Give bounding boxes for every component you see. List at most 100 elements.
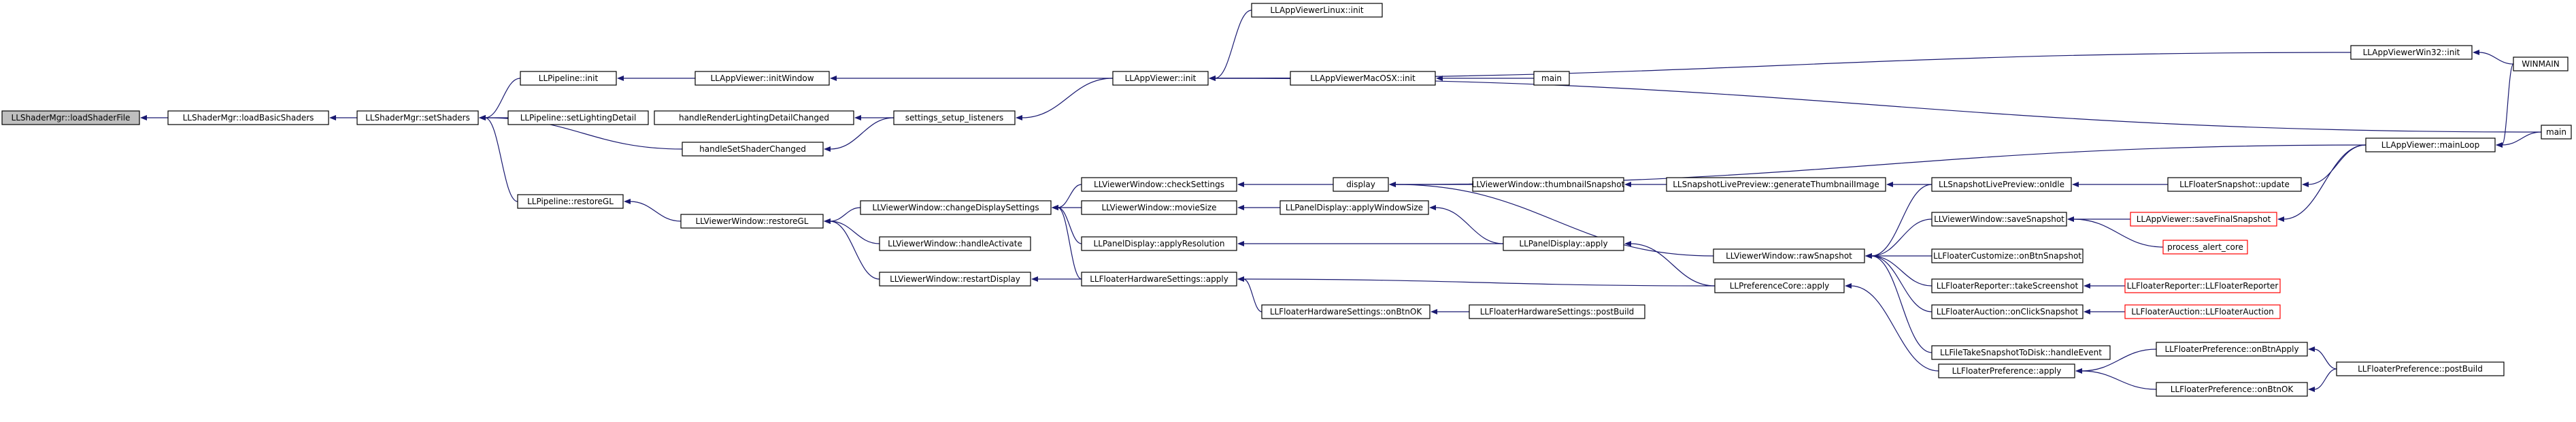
call-edge [2302,144,2366,187]
graph-node[interactable]: LLPanelDisplay::applyWindowSize [1279,200,1429,215]
graph-node[interactable]: LLShaderMgr::loadBasicShaders [167,110,329,125]
call-edge [1865,253,1933,353]
graph-node[interactable]: WINMAIN [2513,56,2569,71]
graph-node-label: LLPipeline::setLightingDetail [520,113,637,123]
graph-node-label: LLFloaterPreference::onBtnApply [2164,344,2298,354]
graph-node[interactable]: LLViewerWindow::rawSnapshot [1713,248,1865,263]
graph-node[interactable]: LLFloaterHardwareSettings::apply [1081,272,1237,287]
graph-node[interactable]: LLFloaterHardwareSettings::postBuild [1469,304,1645,319]
graph-node[interactable]: settings_setup_listeners [893,110,1016,125]
graph-node[interactable]: main [1533,71,1570,86]
call-edge [2496,63,2514,148]
graph-node-label: LLAppViewerWin32::init [2363,48,2460,57]
graph-node-label: process_alert_core [2167,242,2243,252]
graph-node-label: display [1346,180,1375,189]
graph-node-label: LLFloaterAuction::onClickSnapshot [1937,307,2079,316]
graph-node-label: handleRenderLightingDetailChanged [679,113,829,123]
call-edge [1845,283,1939,372]
graph-node-label: LLShaderMgr::loadBasicShaders [183,113,314,123]
graph-node[interactable]: LLViewerWindow::restoreGL [680,214,824,229]
graph-node-label: LLViewerWindow::rawSnapshot [1726,251,1852,261]
call-edge [1237,276,1262,312]
graph-node[interactable]: LLPanelDisplay::applyResolution [1081,236,1237,251]
graph-node-label: settings_setup_listeners [905,113,1004,123]
graph-node[interactable]: display [1333,177,1389,192]
graph-node-label: LLViewerWindow::handleActivate [888,239,1022,248]
graph-node[interactable]: LLAppViewer::init [1112,71,1209,86]
graph-node[interactable]: LLViewerWindow::thumbnailSnapshot [1472,177,1625,192]
call-edge [2473,50,2514,65]
graph-node[interactable]: LLAppViewer::saveFinalSnapshot [2130,212,2277,227]
graph-node[interactable]: LLAppViewerWin32::init [2350,45,2473,60]
graph-node[interactable]: LLViewerWindow::handleActivate [879,236,1031,251]
graph-node[interactable]: LLFloaterReporter::LLFloaterReporter [2124,278,2281,293]
call-edge [1429,205,1504,244]
graph-node[interactable]: LLAppViewer::initWindow [695,71,830,86]
graph-node-label: LLViewerWindow::thumbnailSnapshot [1472,180,1625,189]
graph-node[interactable]: LLAppViewerLinux::init [1251,3,1383,18]
graph-node[interactable]: LLFloaterSnapshot::update [2167,177,2302,192]
graph-node-label: LLFloaterReporter::LLFloaterReporter [2127,281,2279,291]
graph-node-label: LLAppViewer::initWindow [710,74,814,83]
graph-node[interactable]: handleRenderLightingDetailChanged [654,110,854,125]
graph-node-label: LLFloaterHardwareSettings::onBtnOK [1270,307,1423,316]
call-edge [2277,144,2366,222]
graph-node[interactable]: LLPanelDisplay::apply [1503,236,1624,251]
graph-node-label: LLFloaterHardwareSettings::apply [1090,274,1228,284]
graph-node-root[interactable]: LLShaderMgr::loadShaderFile [1,110,140,125]
graph-node[interactable]: LLFloaterPreference::postBuild [2336,361,2505,376]
graph-node-label: LLViewerWindow::changeDisplaySettings [872,203,1039,212]
graph-node[interactable]: LLViewerWindow::movieSize [1081,200,1237,215]
call-edge [1865,253,1933,312]
graph-node[interactable]: LLFileTakeSnapshotToDisk::handleEvent [1931,345,2111,360]
graph-node[interactable]: LLFloaterPreference::onBtnOK [2156,382,2308,397]
graph-node[interactable]: LLFloaterPreference::apply [1938,363,2075,378]
graph-node-label: LLShaderMgr::setShaders [365,113,470,123]
graph-node[interactable]: LLViewerWindow::saveSnapshot [1931,212,2067,227]
call-edge [1865,218,1933,259]
graph-node-label: LLFloaterPreference::apply [1952,366,2062,376]
graph-node[interactable]: LLAppViewerMacOSX::init [1290,71,1436,86]
graph-node[interactable]: LLViewerWindow::checkSettings [1081,177,1237,192]
graph-node-label: LLPanelDisplay::applyWindowSize [1286,203,1423,212]
graph-node[interactable]: main [2541,125,2572,140]
graph-node[interactable]: LLFloaterHardwareSettings::onBtnOK [1261,304,1431,319]
graph-node[interactable]: LLSnapshotLivePreview::onIdle [1931,177,2072,192]
graph-node[interactable]: handleSetShaderChanged [682,142,824,157]
call-edge [479,115,518,202]
call-edge [1052,205,1082,244]
call-edge [1237,276,1716,287]
graph-node[interactable]: LLViewerWindow::restartDisplay [879,272,1031,287]
call-edge [1052,184,1082,210]
graph-node[interactable]: LLPipeline::setLightingDetail [507,110,649,125]
graph-node[interactable]: LLPreferenceCore::apply [1714,278,1845,293]
graph-node[interactable]: LLShaderMgr::setShaders [356,110,479,125]
graph-node[interactable]: process_alert_core [2162,240,2248,255]
call-edge [1389,182,1714,257]
graph-node[interactable]: LLPipeline::init [520,71,617,86]
edges [140,10,2542,392]
call-edge [2075,368,2157,390]
graph-node-label: LLAppViewerMacOSX::init [1310,74,1416,83]
graph-node-label: LLAppViewerLinux::init [1270,5,1364,15]
graph-node-label: LLViewerWindow::restoreGL [696,216,809,226]
graph-node[interactable]: LLFloaterCustomize::onBtnSnapshot [1931,248,2084,263]
call-edge [1865,184,1933,259]
graph-node-label: LLSnapshotLivePreview::onIdle [1939,180,2064,189]
graph-node[interactable]: LLPipeline::restoreGL [517,194,624,209]
graph-node-label: LLSnapshotLivePreview::generateThumbnail… [1673,180,1879,189]
call-edge [2308,368,2337,392]
graph-node[interactable]: LLAppViewer::mainLoop [2365,137,2496,152]
call-edge [2075,348,2157,374]
graph-node[interactable]: LLFloaterAuction::onClickSnapshot [1931,304,2084,319]
graph-node[interactable]: LLFloaterAuction::LLFloaterAuction [2124,304,2281,319]
call-edge [824,207,861,224]
graph-node-label: LLFloaterAuction::LLFloaterAuction [2131,307,2274,316]
graph-node[interactable]: LLViewerWindow::changeDisplaySettings [860,200,1052,215]
graph-node[interactable]: LLFloaterPreference::onBtnApply [2156,342,2308,357]
graph-node[interactable]: LLSnapshotLivePreview::generateThumbnail… [1666,177,1886,192]
call-edge [1052,205,1082,280]
call-edge [1209,76,2542,133]
graph-node[interactable]: LLFloaterReporter::takeScreenshot [1931,278,2084,293]
